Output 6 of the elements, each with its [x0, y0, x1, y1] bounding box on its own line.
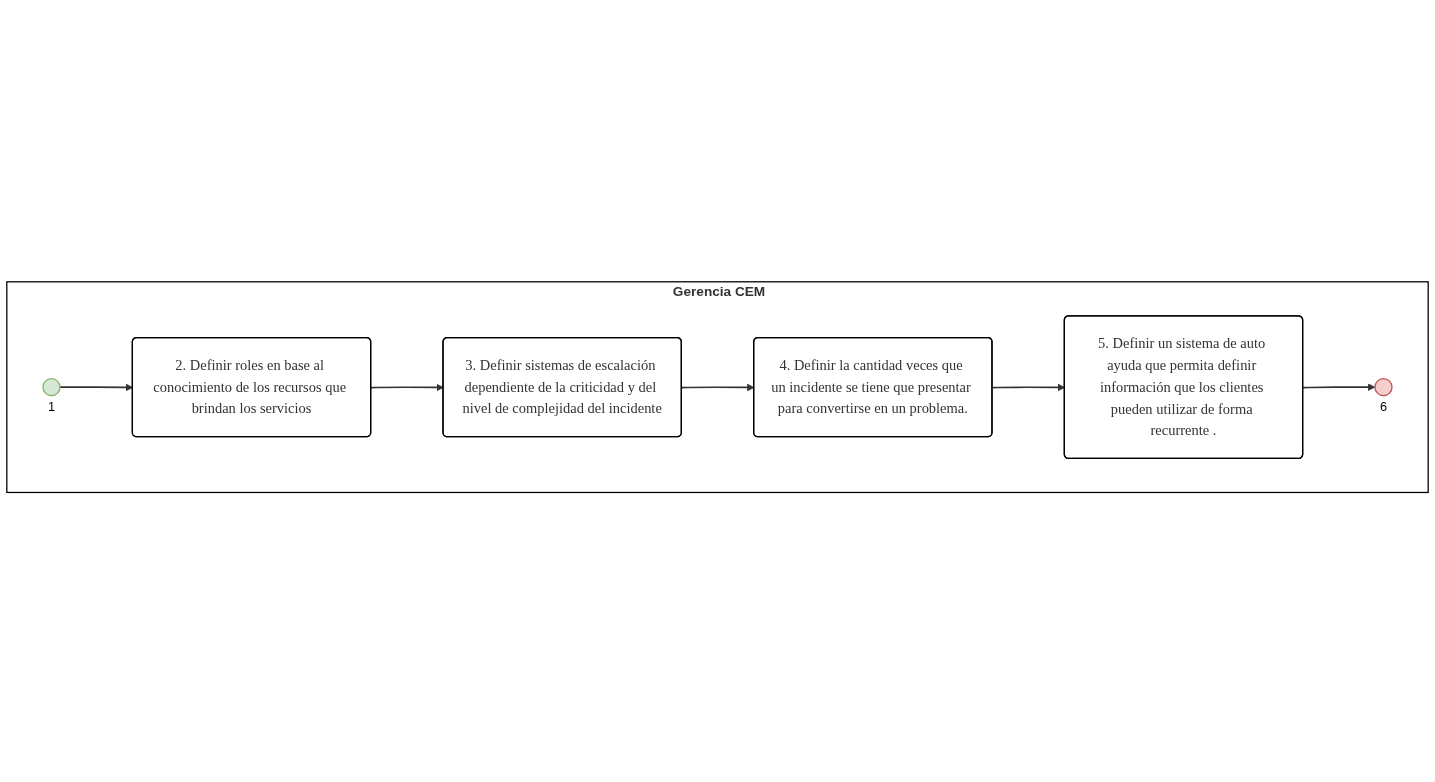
- node-circle: [1374, 377, 1393, 396]
- node-caption: 1: [47, 398, 56, 414]
- node-circle: [42, 377, 61, 396]
- arrow: [1302, 383, 1376, 391]
- node-caption: 6: [1379, 398, 1388, 414]
- arrow: [370, 383, 444, 391]
